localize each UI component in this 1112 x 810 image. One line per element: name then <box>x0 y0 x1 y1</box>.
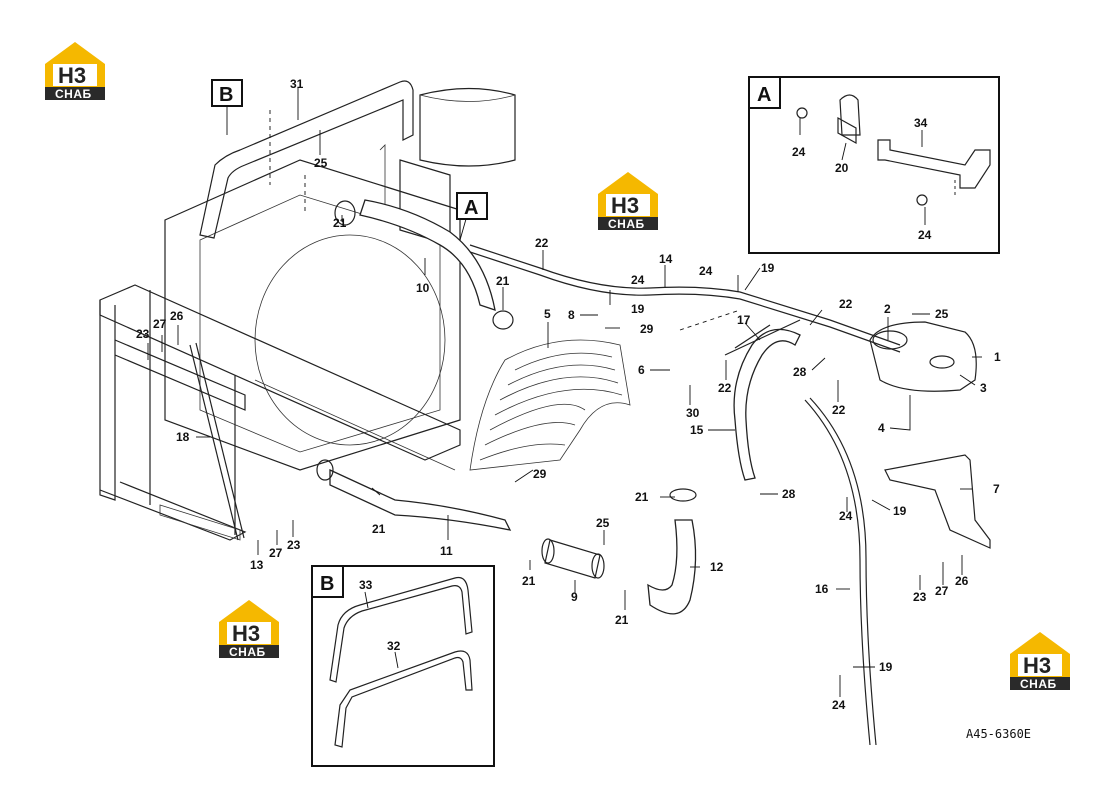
part-label-13: 13 <box>250 558 264 572</box>
part-label-29: 29 <box>640 322 654 336</box>
part-label-26: 26 <box>955 574 969 588</box>
svg-text:B: B <box>219 84 233 106</box>
part-label-17: 17 <box>737 313 751 327</box>
part-label-21: 21 <box>522 574 536 588</box>
detail-box-B: B <box>311 565 495 767</box>
part-label-21: 21 <box>635 490 649 504</box>
part-label-24: 24 <box>631 273 645 287</box>
part-label-9: 9 <box>571 590 578 604</box>
part-label-5: 5 <box>544 307 551 321</box>
part-label-8: 8 <box>568 308 575 322</box>
part-label-21: 21 <box>496 274 510 288</box>
drawing-code: A45-6360E <box>966 727 1031 741</box>
logo-brand-top: H3 <box>58 63 86 88</box>
part-label-19: 19 <box>879 660 893 674</box>
part-label-25: 25 <box>596 516 610 530</box>
fan-guard <box>469 339 631 471</box>
part-label-25: 25 <box>935 307 949 321</box>
logo-brand-top: H3 <box>1023 653 1051 678</box>
part-label-7: 7 <box>993 482 1000 496</box>
part-label-6: 6 <box>638 363 645 377</box>
part-label-10: 10 <box>416 281 430 295</box>
leader-lines <box>147 88 982 697</box>
detail-box-A: A <box>748 76 1000 254</box>
part-label-22: 22 <box>839 297 853 311</box>
detail-box-A-letter: A <box>757 84 771 106</box>
part-label-22: 22 <box>718 381 732 395</box>
svg-text:A: A <box>464 197 478 219</box>
part-label-14: 14 <box>659 252 673 266</box>
part-label-16: 16 <box>815 582 829 596</box>
part-label-32: 32 <box>387 639 401 653</box>
part-label-23: 23 <box>136 327 150 341</box>
part-label-24: 24 <box>839 509 853 523</box>
logo-brand-bottom: CHAБ <box>229 645 266 659</box>
part-label-12: 12 <box>710 560 724 574</box>
part-label-22: 22 <box>832 403 846 417</box>
part-label-24: 24 <box>918 228 932 242</box>
watermark-logo: H3 CHAБ <box>598 172 658 231</box>
part-label-26: 26 <box>170 309 184 323</box>
part-label-3: 3 <box>980 381 987 395</box>
detail-box-B-letter: B <box>320 573 334 595</box>
part-label-33: 33 <box>359 578 373 592</box>
part-label-29: 29 <box>533 467 547 481</box>
part-label-4: 4 <box>878 421 885 435</box>
part-label-18: 18 <box>176 430 190 444</box>
part-label-31: 31 <box>290 77 304 91</box>
part-label-21: 21 <box>615 613 629 627</box>
part-labels: 31 25 21 10 21 22 14 24 24 19 19 8 29 5 … <box>136 77 1001 712</box>
part-label-27: 27 <box>269 546 283 560</box>
part-label-27: 27 <box>935 584 949 598</box>
part-label-22: 22 <box>535 236 549 250</box>
part-label-19: 19 <box>761 261 775 275</box>
part-label-28: 28 <box>782 487 796 501</box>
logo-brand-bottom: CHAБ <box>1020 677 1057 691</box>
part-label-21: 21 <box>372 522 386 536</box>
part-label-24: 24 <box>832 698 846 712</box>
part-label-20: 20 <box>835 161 849 175</box>
part-label-11: 11 <box>440 544 453 558</box>
part-label-27: 27 <box>153 317 167 331</box>
part-label-19: 19 <box>631 302 645 316</box>
expansion-tank <box>869 321 977 392</box>
part-label-19: 19 <box>893 504 907 518</box>
logo-brand-bottom: CHAБ <box>608 217 645 231</box>
part-label-2: 2 <box>884 302 891 316</box>
callout-B: B <box>211 79 243 135</box>
part-label-24: 24 <box>699 264 713 278</box>
watermark-logo: H3 CHAБ <box>1010 632 1070 691</box>
watermark-logo: H3 CHAБ <box>219 600 279 659</box>
part-label-21: 21 <box>333 216 347 230</box>
part-label-30: 30 <box>686 406 700 420</box>
part-label-24: 24 <box>792 145 806 159</box>
logo-brand-top: H3 <box>611 193 639 218</box>
radiator-assembly <box>99 80 991 746</box>
part-label-25: 25 <box>314 156 328 170</box>
logo-brand-top: H3 <box>232 621 260 646</box>
watermark-logo: H3 CHAБ <box>45 42 105 101</box>
part-label-28: 28 <box>793 365 807 379</box>
part-label-23: 23 <box>287 538 301 552</box>
part-label-15: 15 <box>690 423 704 437</box>
part-label-1: 1 <box>994 350 1001 364</box>
part-label-23: 23 <box>913 590 927 604</box>
logo-brand-bottom: CHAБ <box>55 87 92 101</box>
callout-A: A <box>456 192 488 241</box>
part-label-34: 34 <box>914 116 928 130</box>
